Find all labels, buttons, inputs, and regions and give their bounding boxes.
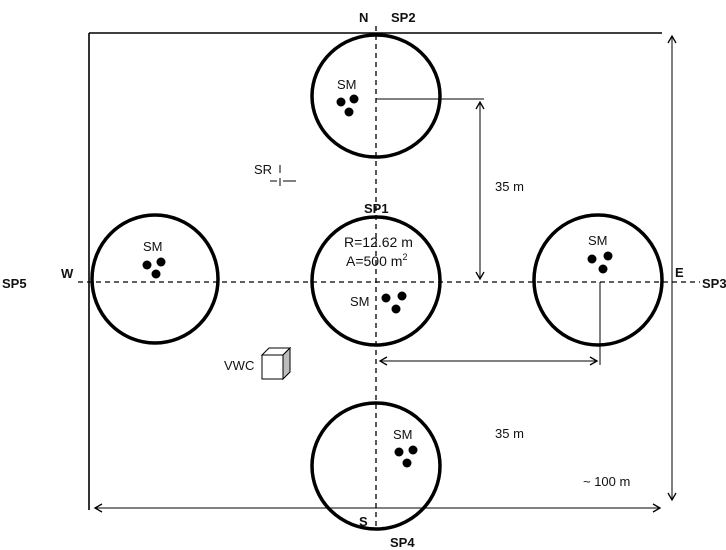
sr-crosshair-icon xyxy=(270,165,296,186)
vwc-label: VWC xyxy=(224,358,254,373)
plot-south xyxy=(310,401,442,531)
west-label: W xyxy=(61,266,74,281)
sm-label-north: SM xyxy=(337,77,357,92)
south-label: S xyxy=(359,514,368,529)
plot-east xyxy=(532,213,664,347)
sp1-label: SP1 xyxy=(364,201,389,216)
sm-label-west: SM xyxy=(143,239,163,254)
sm-label-south: SM xyxy=(393,427,413,442)
north-label: N xyxy=(359,10,368,25)
site-size-label: ~ 100 m xyxy=(583,474,630,489)
area-text: A=500 m2 xyxy=(346,252,407,269)
area-unit-superscript: 2 xyxy=(402,252,407,262)
sensor-dots-east xyxy=(587,251,613,274)
horizontal-spacing-label: 35 m xyxy=(495,426,524,441)
plot-north xyxy=(310,33,442,159)
sp4-label: SP4 xyxy=(390,535,415,550)
sp3-label: SP3 xyxy=(702,276,726,291)
sensor-dots-west xyxy=(142,257,166,279)
vertical-spacing-label: 35 m xyxy=(495,179,524,194)
east-label: E xyxy=(675,265,684,280)
radius-text: R=12.62 m xyxy=(344,234,413,250)
sensor-dots-north xyxy=(336,94,359,117)
sensor-dots-south xyxy=(394,445,418,468)
sm-label-east: SM xyxy=(588,233,608,248)
sm-label-center: SM xyxy=(350,294,370,309)
plot-center xyxy=(310,215,442,347)
area-value: A=500 m xyxy=(346,253,402,269)
vwc-cube-icon xyxy=(260,346,292,381)
sr-label: SR xyxy=(254,162,272,177)
sensor-dots-center xyxy=(381,291,407,314)
sp5-label: SP5 xyxy=(2,276,27,291)
sp2-label: SP2 xyxy=(391,10,416,25)
plot-west xyxy=(90,213,220,345)
